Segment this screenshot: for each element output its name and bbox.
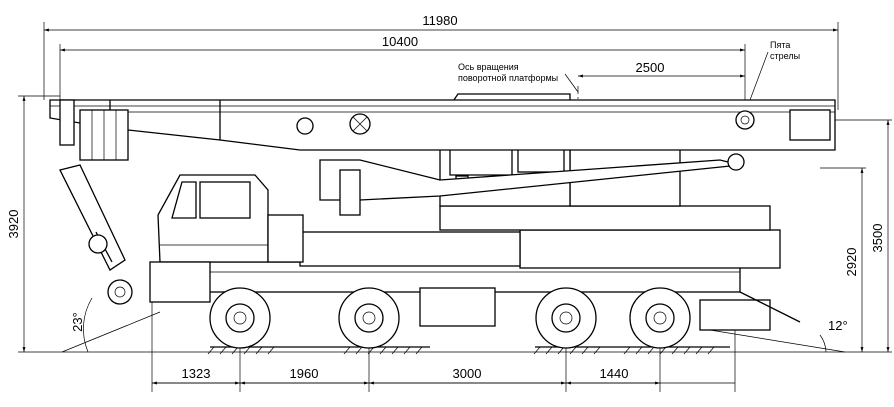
departure-angle-label: 12° (828, 318, 848, 333)
rotation-axis-text-2: поворотной платформы (458, 73, 558, 83)
rear-wheel-1 (535, 287, 597, 349)
overall-height-label: 3920 (6, 210, 21, 239)
dimension-overall-height: 3920 (6, 95, 60, 352)
overall-length-label: 11980 (422, 13, 457, 28)
wheelbase-1-2-label: 1960 (290, 366, 319, 381)
boom-heel-text-2: стрелы (770, 51, 800, 61)
heel-height-label: 3500 (870, 224, 885, 253)
rotation-axis-text-1: Ось вращения (458, 62, 519, 72)
front-wheel-1 (209, 287, 271, 349)
dimension-platform-height: 2920 (820, 167, 866, 352)
approach-angle-label: 23° (70, 312, 85, 332)
boom-heel-annotation: Пята стрелы (746, 40, 800, 109)
boom-hoist-cylinder (319, 153, 745, 216)
boom-length-label: 10400 (382, 34, 418, 49)
telescopic-boom (49, 99, 836, 151)
boom-heel-text-1: Пята (770, 40, 790, 50)
approach-angle: 23° (61, 297, 161, 353)
truck-cab (149, 174, 304, 303)
rotation-to-heel-label: 2500 (636, 60, 665, 75)
hook-block (59, 99, 133, 305)
dimension-rotation-to-heel: 2500 (578, 60, 745, 78)
chassis-frame (159, 229, 801, 331)
departure-angle: 12° (709, 318, 848, 353)
platform-height-label: 2920 (844, 248, 859, 277)
front-overhang-label: 1323 (182, 366, 211, 381)
dimension-boom-length: 10400 (59, 34, 746, 110)
dimension-overall-length: 11980 (43, 13, 839, 110)
dimension-heel-height: 3500 (835, 119, 892, 352)
ground-hatching (207, 346, 730, 355)
rear-wheel-2 (629, 287, 691, 349)
wheelbase-3-4-label: 1440 (600, 366, 629, 381)
wheelbase-2-3-label: 3000 (453, 366, 482, 381)
front-wheel-2 (338, 287, 400, 349)
